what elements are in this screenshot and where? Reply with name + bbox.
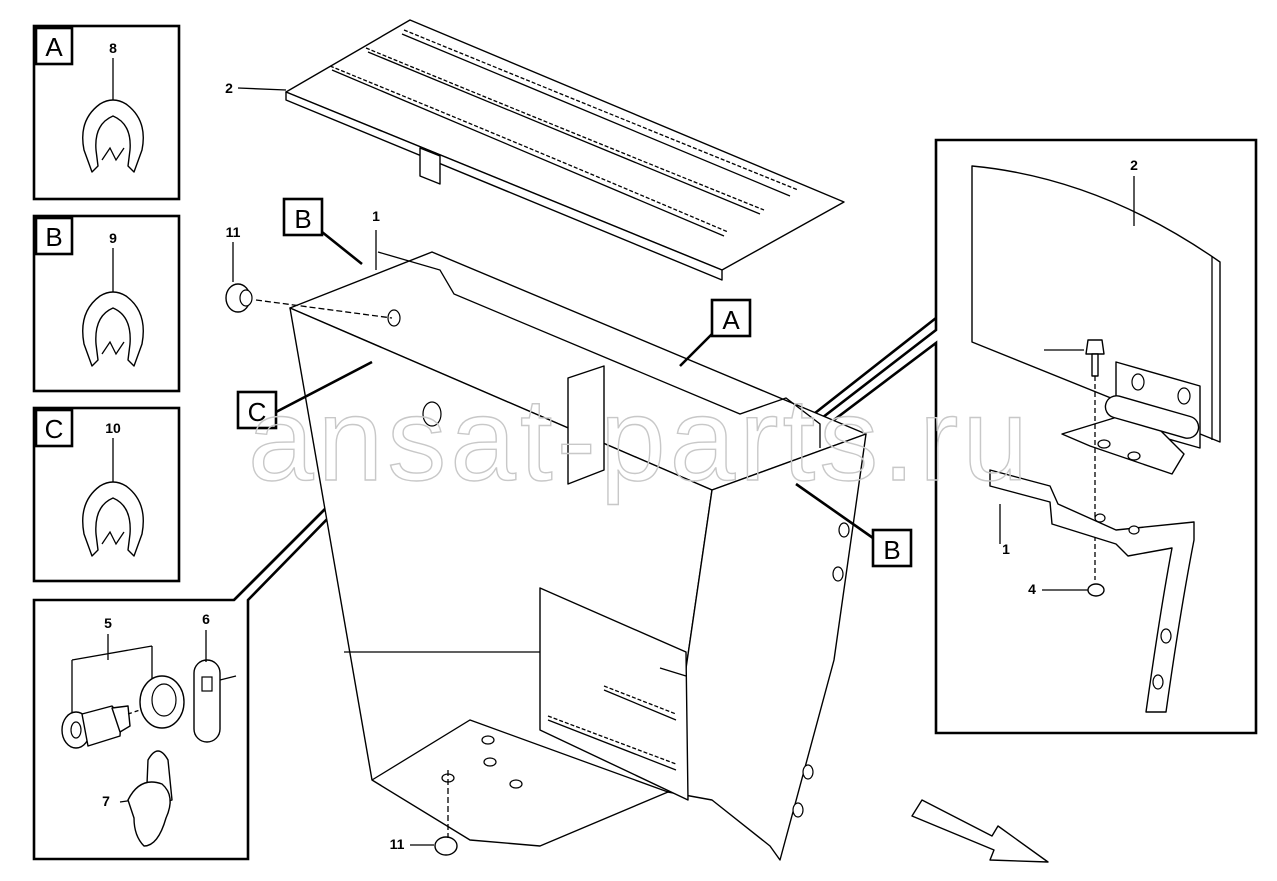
detail-box-b: B 9 xyxy=(32,214,181,393)
main-label-cover: 2 xyxy=(225,80,233,96)
detail-box-a-part-number: 8 xyxy=(109,40,117,56)
detail-box-a-letter: A xyxy=(45,32,63,62)
callout-b-right: B xyxy=(795,482,913,568)
hinge-detail-box: 2 3 1 4 xyxy=(794,138,1258,735)
main-label-plug-top: 11 xyxy=(226,224,241,240)
lock-cylinder-5 xyxy=(61,675,185,749)
detail-box-c: C 10 xyxy=(32,406,181,583)
callout-a-letter: A xyxy=(722,305,740,335)
callout-c: C xyxy=(236,360,373,430)
hinge-label-4: 4 xyxy=(1028,581,1036,597)
callout-b-right-letter: B xyxy=(883,535,900,565)
callout-c-letter: C xyxy=(248,397,267,427)
detail-box-b-part-number: 9 xyxy=(109,230,117,246)
main-label-box: 1 xyxy=(372,208,380,224)
lock-label-7: 7 xyxy=(102,793,110,809)
hinge-box-edge xyxy=(989,469,1195,713)
hinge-bolt-3 xyxy=(1044,339,1105,580)
edge-clip-9 xyxy=(82,291,144,367)
plug-11-bottom: 11 xyxy=(390,770,458,856)
hinge-label-2: 2 xyxy=(1130,157,1138,173)
detail-box-c-part-number: 10 xyxy=(105,420,121,436)
lock-key-7 xyxy=(119,750,173,847)
direction-arrow-icon xyxy=(911,799,1049,863)
lock-label-5: 5 xyxy=(104,615,112,631)
storage-box-1: 1 xyxy=(289,208,867,861)
edge-clip-10 xyxy=(82,481,144,557)
hinge-assembly xyxy=(1061,361,1201,475)
top-cover-panel-2: 2 xyxy=(225,19,845,281)
detail-box-a: A 8 xyxy=(32,24,181,201)
detail-box-b-letter: B xyxy=(45,222,62,252)
detail-box-c-letter: C xyxy=(45,414,64,444)
callout-b-top: B xyxy=(282,197,363,266)
lock-label-6: 6 xyxy=(202,611,210,627)
hinge-cover-panel xyxy=(971,165,1221,443)
main-label-plug-bottom: 11 xyxy=(390,836,405,852)
hinge-nut-4 xyxy=(1042,583,1105,597)
watermark-text: ansat-parts.ru xyxy=(248,374,1032,506)
edge-clip-8 xyxy=(82,99,144,173)
callout-b-top-letter: B xyxy=(294,204,311,234)
lock-cam-6 xyxy=(193,630,237,743)
plug-11-top: 11 xyxy=(225,224,393,319)
callout-a: A xyxy=(679,298,752,367)
hinge-label-1: 1 xyxy=(1002,541,1010,557)
